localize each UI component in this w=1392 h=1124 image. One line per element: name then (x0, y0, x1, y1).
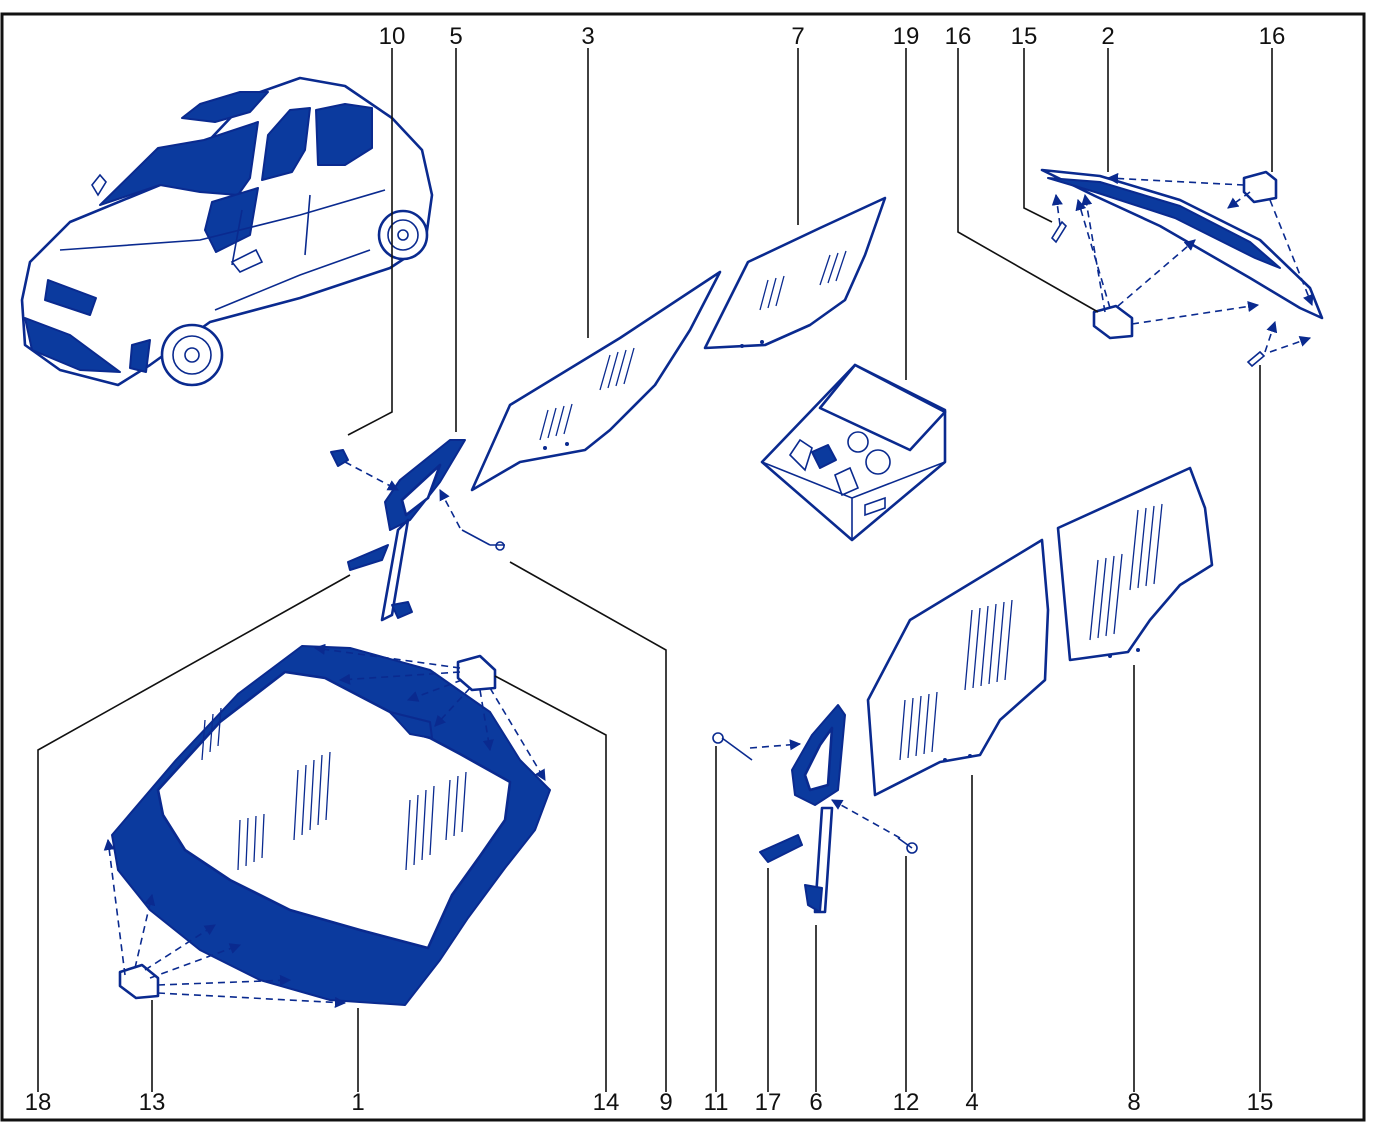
callout-9: 9 (659, 1089, 672, 1116)
rear-screen (1040, 168, 1324, 320)
callout-labels: 10 5 3 7 19 16 15 2 16 18 13 1 14 9 11 1… (25, 23, 1286, 1116)
door-glass-4 (866, 538, 1050, 797)
callout-19: 19 (893, 23, 920, 50)
callout-5: 5 (449, 23, 462, 50)
callout-2: 2 (1101, 23, 1114, 50)
callout-12: 12 (893, 1089, 920, 1116)
callout-13: 13 (139, 1089, 166, 1116)
callout-15-bottom: 15 (1247, 1089, 1274, 1116)
leader-lines (37, 48, 1273, 1092)
dashed-arrows (103, 172, 1314, 1009)
callout-16-left: 16 (945, 23, 972, 50)
callout-18: 18 (25, 1089, 52, 1116)
small-fasteners (330, 220, 1266, 863)
callout-4: 4 (965, 1089, 978, 1116)
rear-door-glass-left (703, 196, 887, 350)
callout-17: 17 (755, 1089, 782, 1116)
callout-8: 8 (1127, 1089, 1140, 1116)
callout-14: 14 (593, 1089, 620, 1116)
adhesive-blocks (118, 170, 1278, 1000)
callout-15-top: 15 (1011, 23, 1038, 50)
callout-7: 7 (791, 23, 804, 50)
quarter-glass-right (791, 704, 846, 914)
front-door-glass-left (470, 270, 722, 492)
car-illustration (20, 76, 434, 387)
callout-16-right: 16 (1259, 23, 1286, 50)
callout-1: 1 (351, 1089, 364, 1116)
diagram-frame (0, 12, 1366, 1122)
callout-6: 6 (809, 1089, 822, 1116)
callout-11: 11 (704, 1089, 729, 1116)
quarter-glass-left (380, 439, 466, 622)
repair-kit-box (760, 363, 947, 542)
windscreen (111, 645, 551, 1006)
door-glass-8 (1056, 466, 1214, 662)
callout-10: 10 (379, 23, 406, 50)
callout-3: 3 (581, 23, 594, 50)
